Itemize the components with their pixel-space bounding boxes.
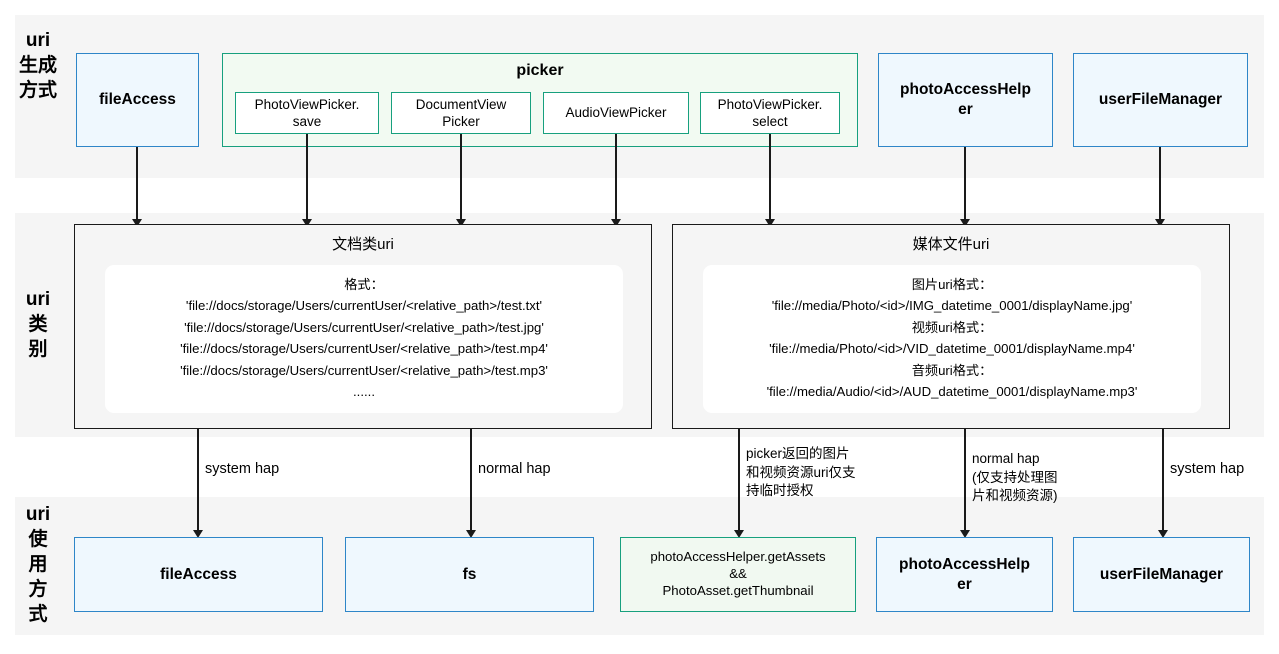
arrowhead-doc-to-fileaccess: [193, 530, 203, 538]
arrowhead-audioviewpicker-to-doc: [611, 219, 621, 227]
document-uri-title: 文档类uri: [332, 236, 394, 253]
media-uri-title: 媒体文件uri: [912, 236, 990, 253]
connector-select-to-media: [769, 134, 771, 221]
arrowhead-media-to-photoaccesshelper: [960, 530, 970, 538]
edge-label-picker-temp-auth: picker返回的图片 和视频资源uri仅支 持临时授权: [746, 446, 856, 499]
edge-label-normal-hap-media: normal hap (仅支持处理图 片和视频资源): [972, 451, 1058, 504]
arrowhead-documentviewpicker-to-doc: [456, 219, 466, 227]
picker-group-title: picker: [516, 62, 564, 79]
group-media-uri: 媒体文件uri 图片uri格式： 'file://media/Photo/<id…: [672, 224, 1230, 429]
connector-documentviewpicker-to-doc: [460, 134, 462, 221]
connector-doc-to-fileaccess: [197, 429, 199, 532]
node-documentviewpicker[interactable]: DocumentView Picker: [391, 92, 531, 134]
arrowhead-media-to-photoassets: [734, 530, 744, 538]
arrowhead-doc-to-fs: [466, 530, 476, 538]
row-label-uri-usage: uri 使 用 方 式: [25, 504, 51, 625]
connector-media-to-photoaccesshelper: [964, 429, 966, 532]
node-audioviewpicker[interactable]: AudioViewPicker: [543, 92, 689, 134]
edge-label-system-hap-left: system hap: [205, 461, 280, 477]
row-label-uri-category: uri 类 别: [25, 289, 51, 360]
node-photoaccesshelper-generation[interactable]: photoAccessHelp er: [878, 53, 1053, 147]
connector-userfilemanager-to-media: [1159, 147, 1161, 221]
edge-label-normal-hap-left: normal hap: [478, 461, 551, 477]
node-photoaccesshelper-usage[interactable]: photoAccessHelp er: [876, 537, 1053, 612]
connector-doc-to-fs: [470, 429, 472, 532]
node-file-access-usage[interactable]: fileAccess: [74, 537, 323, 612]
group-document-uri: 文档类uri 格式： 'file://docs/storage/Users/cu…: [74, 224, 652, 429]
node-userfilemanager-usage[interactable]: userFileManager: [1073, 537, 1250, 612]
node-userfilemanager-generation[interactable]: userFileManager: [1073, 53, 1248, 147]
edge-label-system-hap-right: system hap: [1170, 461, 1245, 477]
connector-media-to-photoassets: [738, 429, 740, 532]
row-label-uri-generation: uri 生成 方式: [18, 30, 57, 101]
arrowhead-photoaccesshelper-to-media: [960, 219, 970, 227]
node-photoviewpicker-save[interactable]: PhotoViewPicker. save: [235, 92, 379, 134]
connector-media-to-userfilemanager: [1162, 429, 1164, 532]
connector-fileaccess-to-doc: [136, 147, 138, 221]
connector-photoaccesshelper-to-media: [964, 147, 966, 221]
media-uri-formats: 图片uri格式： 'file://media/Photo/<id>/IMG_da…: [703, 265, 1201, 413]
node-photoviewpicker-select[interactable]: PhotoViewPicker. select: [700, 92, 840, 134]
arrowhead-save-to-doc: [302, 219, 312, 227]
node-file-access-generation[interactable]: fileAccess: [76, 53, 199, 147]
arrowhead-fileaccess-to-doc: [132, 219, 142, 227]
node-photoassets-usage[interactable]: photoAccessHelper.getAssets && PhotoAsse…: [620, 537, 856, 612]
arrowhead-select-to-media: [765, 219, 775, 227]
document-uri-formats: 格式： 'file://docs/storage/Users/currentUs…: [105, 265, 623, 413]
connector-save-to-doc: [306, 134, 308, 221]
connector-audioviewpicker-to-doc: [615, 134, 617, 221]
arrowhead-media-to-userfilemanager: [1158, 530, 1168, 538]
arrowhead-userfilemanager-to-media: [1155, 219, 1165, 227]
node-fs-usage[interactable]: fs: [345, 537, 594, 612]
